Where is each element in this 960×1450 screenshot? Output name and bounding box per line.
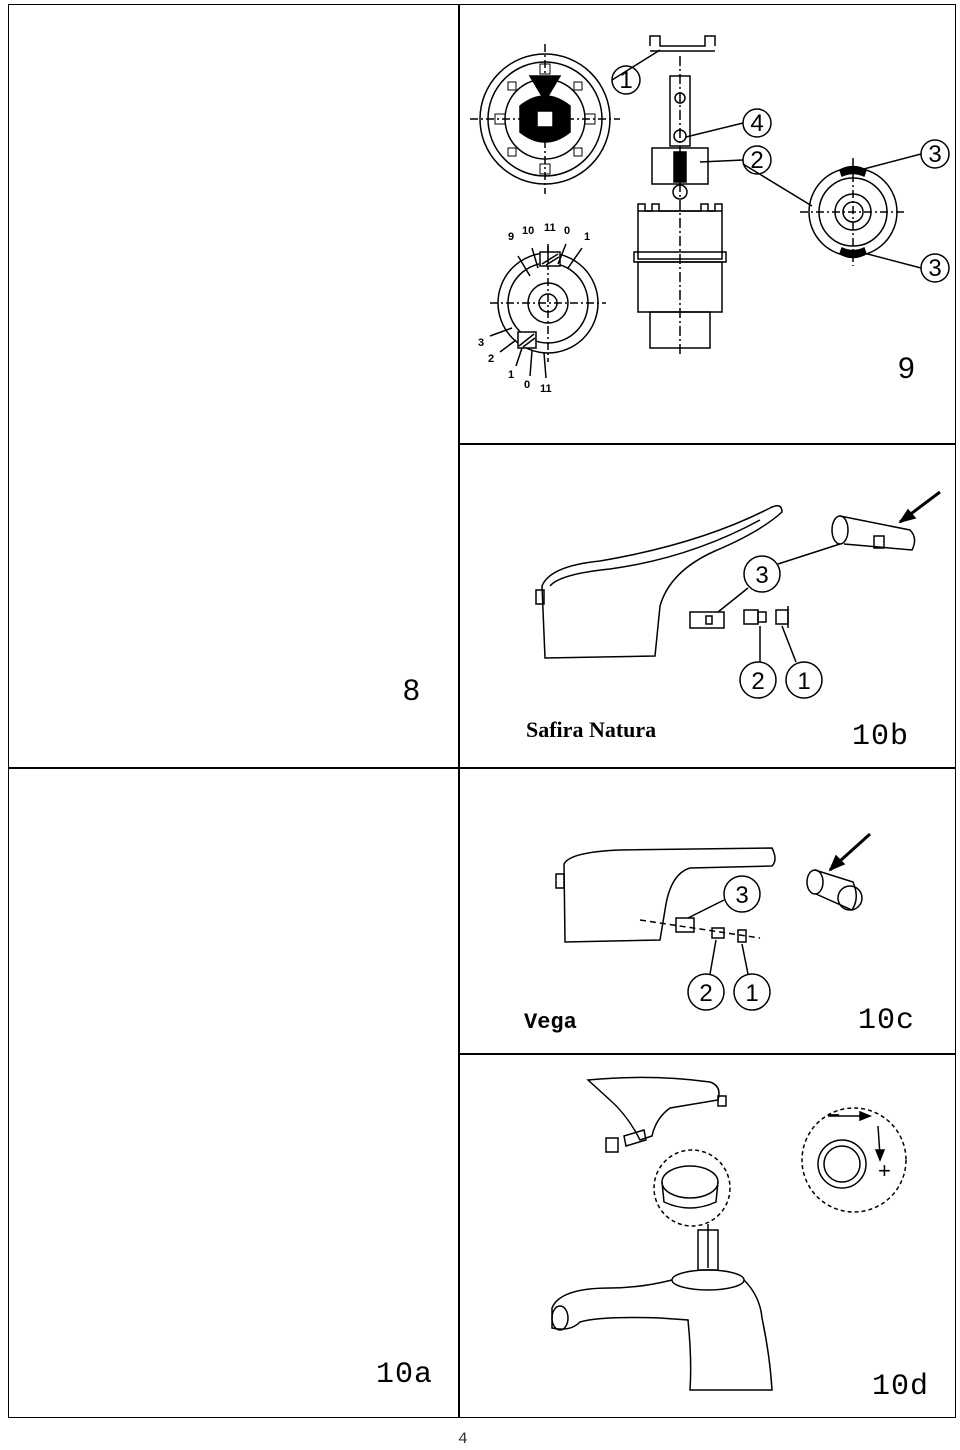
callout-10b-3: 3	[755, 562, 768, 589]
dial-lower-2: 2	[488, 353, 494, 365]
figure-10d-drawing: – +	[551, 1076, 907, 1391]
callout-2: 2	[750, 147, 763, 174]
page-number: 4	[458, 1430, 468, 1448]
dial-lower-0: 0	[524, 379, 530, 391]
callout-3-upper: 3	[928, 141, 941, 168]
callout-4: 4	[750, 110, 763, 137]
dial-lower-11: 11	[540, 383, 552, 395]
figure-label-10d: 10d	[872, 1370, 930, 1404]
callout-10c-3: 3	[735, 882, 748, 909]
figure-label-10c: 10c	[858, 1004, 916, 1038]
row-divider-10b-10c	[8, 767, 956, 769]
dial-upper-0: 0	[564, 225, 570, 237]
direction-minus: –	[828, 1103, 840, 1125]
figure-label-8: 8	[403, 674, 420, 707]
callout-10b-1: 1	[797, 668, 810, 695]
model-name-safira-natura: Safira Natura	[526, 717, 657, 742]
figure-label-10a: 10a	[376, 1358, 434, 1392]
dial-upper-9: 9	[508, 231, 514, 243]
figure-label-10b: 10b	[852, 720, 910, 754]
dial-upper-1: 1	[584, 231, 590, 243]
column-divider	[458, 4, 460, 1418]
dial-upper-10: 10	[522, 225, 534, 237]
callout-1: 1	[619, 67, 632, 94]
dial-lower-1: 1	[508, 369, 514, 381]
callout-3-lower: 3	[928, 255, 941, 282]
callout-10b-2: 2	[751, 668, 764, 695]
figure-10b-drawing: 3 2 1	[535, 490, 941, 699]
row-divider-9-10b	[458, 443, 956, 445]
direction-plus: +	[878, 1158, 891, 1183]
row-divider-10c-10d	[458, 1053, 956, 1055]
figure-9-drawing: 1 4 2 3 3 9 10 11 0 1 3 2 1 0 11	[470, 35, 950, 395]
figure-10c-drawing: 3 2 1	[555, 832, 872, 1011]
dial-lower-3: 3	[478, 337, 484, 349]
page-frame	[8, 4, 956, 1418]
callout-10c-2: 2	[699, 980, 712, 1007]
callout-10c-1: 1	[745, 980, 758, 1007]
model-name-vega: Vega	[524, 1010, 577, 1035]
dial-upper-11: 11	[544, 222, 556, 234]
figure-label-9: 9	[898, 352, 915, 385]
